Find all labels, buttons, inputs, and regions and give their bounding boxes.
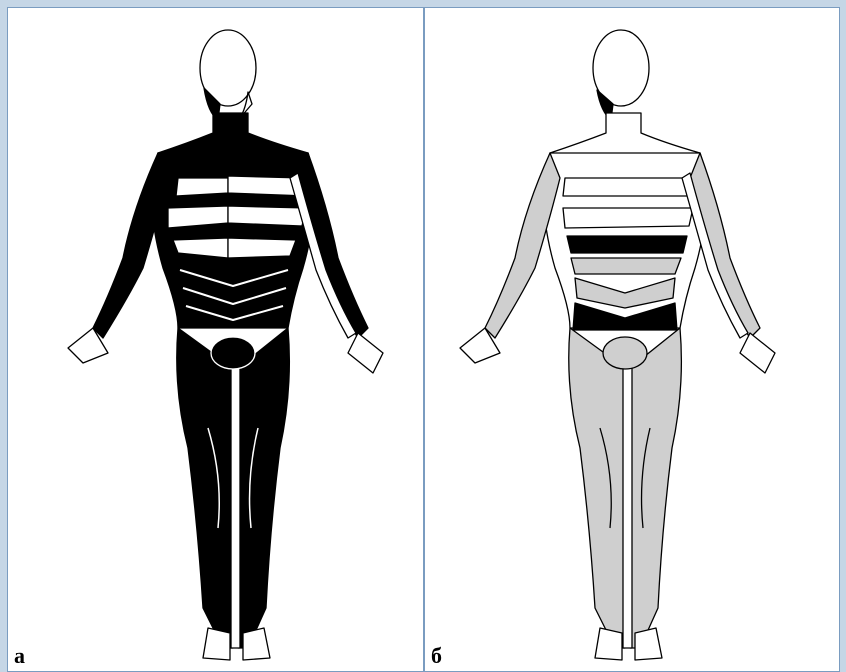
right-hand-a — [348, 333, 383, 373]
left-leg-b — [569, 328, 625, 648]
panel-label-b: б — [431, 643, 442, 669]
right-hand-b — [740, 333, 775, 373]
body-figure-b — [425, 8, 840, 672]
right-leg-b — [630, 328, 681, 648]
panel-label-a: а — [14, 643, 25, 669]
right-leg-a — [238, 328, 289, 648]
left-foot-a — [203, 628, 230, 660]
panel-a: а — [7, 7, 424, 672]
body-figure-a — [8, 8, 424, 672]
right-foot-b — [635, 628, 662, 660]
left-foot-b — [595, 628, 622, 660]
right-foot-a — [243, 628, 270, 660]
left-leg-a — [177, 328, 233, 648]
panel-b: б — [424, 7, 840, 672]
